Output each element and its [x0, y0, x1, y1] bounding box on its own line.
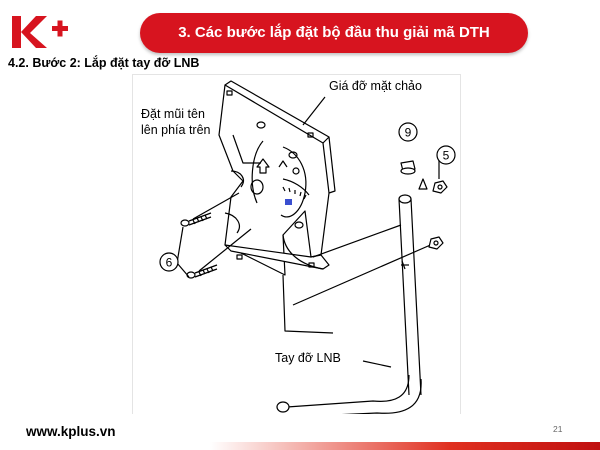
label-arrow-note-line1: Đặt mũi tên [141, 107, 205, 121]
part-number-nut: 5 [443, 149, 450, 163]
installation-diagram: 9 5 6 Giá đỡ mặt chảo Đặt mũi tên lên ph… [132, 74, 461, 416]
section-subtitle: 4.2. Bước 2: Lắp đặt tay đỡ LNB [8, 56, 200, 70]
slide-title: 3. Các bước lắp đặt bộ đầu thu giải mã D… [140, 13, 528, 53]
website-link[interactable]: www.kplus.vn [26, 424, 116, 439]
part-number-cap: 9 [405, 126, 412, 140]
diagram-drawing: 9 5 6 [159, 80, 456, 415]
label-lnb-arm: Tay đỡ LNB [275, 351, 341, 365]
part-number-screws: 6 [166, 256, 173, 270]
page-number: 21 [553, 424, 563, 434]
footer [0, 414, 600, 450]
label-arrow-note-line2: lên phía trên [141, 123, 211, 137]
kplus-logo [6, 12, 74, 52]
footer-accent-line [0, 442, 600, 450]
label-dish-bracket: Giá đỡ mặt chảo [329, 79, 422, 93]
